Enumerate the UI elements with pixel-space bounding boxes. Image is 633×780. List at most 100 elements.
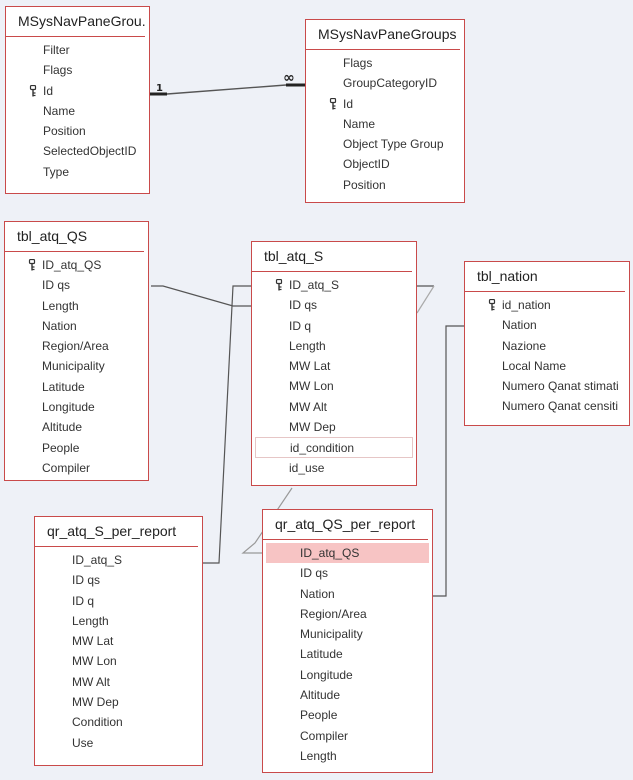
field-row[interactable]: MW Lon bbox=[255, 376, 413, 396]
field-name: Length bbox=[289, 338, 326, 353]
field-row[interactable]: Municipality bbox=[266, 624, 429, 644]
field-row[interactable]: Position bbox=[9, 121, 146, 141]
field-row[interactable]: Name bbox=[309, 114, 461, 134]
field-row[interactable]: ID qs bbox=[266, 563, 429, 583]
field-row[interactable]: Numero Qanat censiti bbox=[468, 396, 626, 416]
field-row[interactable]: Altitude bbox=[266, 685, 429, 705]
field-row[interactable]: MW Lat bbox=[255, 356, 413, 376]
field-name: Region/Area bbox=[42, 339, 109, 354]
field-row[interactable]: Flags bbox=[9, 60, 146, 80]
table-title[interactable]: tbl_atq_S bbox=[252, 242, 412, 272]
field-row[interactable]: Altitude bbox=[8, 417, 145, 437]
field-name: Nation bbox=[42, 318, 77, 333]
field-name: ID qs bbox=[300, 566, 329, 581]
field-row[interactable]: Nation bbox=[266, 584, 429, 604]
field-row[interactable]: MW Alt bbox=[255, 397, 413, 417]
table-qr-atq-qs-per-report[interactable]: qr_atq_QS_per_report ID_atq_QS ID qs Natio… bbox=[262, 509, 433, 773]
field-row[interactable]: ID qs bbox=[38, 570, 199, 590]
field-row[interactable]: Compiler bbox=[266, 726, 429, 746]
table-title[interactable]: tbl_atq_QS bbox=[5, 222, 144, 252]
table-title[interactable]: MSysNavPaneGroups bbox=[306, 20, 460, 50]
field-row[interactable]: People bbox=[8, 438, 145, 458]
field-row[interactable]: Flags bbox=[309, 53, 461, 73]
field-row[interactable]: Region/Area bbox=[266, 604, 429, 624]
field-name: ID_atq_QS bbox=[300, 546, 360, 560]
field-name: ID_atq_QS bbox=[42, 258, 102, 272]
field-row[interactable]: MW Lat bbox=[38, 631, 199, 651]
field-row[interactable]: Region/Area bbox=[8, 336, 145, 356]
field-name: Length bbox=[300, 748, 337, 763]
field-name: ID qs bbox=[289, 298, 318, 313]
field-row[interactable]: Length bbox=[255, 336, 413, 356]
rel-line[interactable] bbox=[416, 285, 435, 314]
field-row[interactable]: Filter bbox=[9, 40, 146, 60]
field-row[interactable]: id_condition bbox=[255, 437, 413, 458]
table-title[interactable]: MSysNavPaneGrou... bbox=[6, 7, 145, 37]
field-name: Use bbox=[72, 735, 94, 750]
field-row[interactable]: Id bbox=[9, 81, 146, 101]
field-row[interactable]: Nation bbox=[8, 316, 145, 336]
field-row[interactable]: Length bbox=[266, 746, 429, 766]
field-row[interactable]: Use bbox=[38, 733, 199, 753]
field-row[interactable]: ID q bbox=[255, 316, 413, 336]
field-name: MW Lat bbox=[289, 359, 331, 374]
field-row[interactable]: Nation bbox=[468, 315, 626, 335]
field-row[interactable]: ID_atq_QS bbox=[266, 543, 429, 564]
field-row[interactable]: Nazione bbox=[468, 336, 626, 356]
field-row[interactable]: Local Name bbox=[468, 356, 626, 376]
field-row[interactable]: Longitude bbox=[8, 397, 145, 417]
field-row[interactable]: SelectedObjectID bbox=[9, 141, 146, 161]
field-name: Numero Qanat censiti bbox=[502, 399, 619, 414]
rel-line[interactable] bbox=[166, 84, 287, 95]
field-row[interactable]: ObjectID bbox=[309, 154, 461, 174]
field-row[interactable]: Name bbox=[9, 101, 146, 121]
field-name: People bbox=[42, 440, 80, 455]
field-row[interactable]: ID_atq_S bbox=[255, 275, 413, 295]
field-row[interactable]: MW Alt bbox=[38, 672, 199, 692]
rel-line[interactable] bbox=[203, 285, 251, 564]
primary-key-icon bbox=[28, 259, 36, 271]
field-name: ID q bbox=[72, 593, 95, 608]
field-row[interactable]: Condition bbox=[38, 712, 199, 732]
field-row[interactable]: Position bbox=[309, 175, 461, 195]
field-row[interactable]: Length bbox=[38, 611, 199, 631]
field-row[interactable]: ID_atq_QS bbox=[8, 255, 145, 275]
field-name: Latitude bbox=[42, 379, 85, 394]
field-row[interactable]: Type bbox=[9, 162, 146, 182]
field-row[interactable]: Longitude bbox=[266, 665, 429, 685]
field-name: Municipality bbox=[300, 627, 363, 642]
field-row[interactable]: MW Dep bbox=[255, 417, 413, 437]
field-row[interactable]: GroupCategoryID bbox=[309, 73, 461, 93]
field-row[interactable]: MW Lon bbox=[38, 651, 199, 671]
field-row[interactable]: id_nation bbox=[468, 295, 626, 315]
field-row[interactable]: Municipality bbox=[8, 356, 145, 376]
field-row[interactable]: MW Dep bbox=[38, 692, 199, 712]
field-row[interactable]: Compiler bbox=[8, 458, 145, 478]
field-name: MW Alt bbox=[289, 399, 327, 414]
table-title[interactable]: qr_atq_QS_per_report bbox=[263, 510, 428, 540]
table-title[interactable]: qr_atq_S_per_report bbox=[35, 517, 198, 547]
field-row[interactable]: ID qs bbox=[255, 295, 413, 315]
field-row[interactable]: Object Type Group bbox=[309, 134, 461, 154]
field-row[interactable]: ID_atq_S bbox=[38, 550, 199, 570]
field-row[interactable]: id_use bbox=[255, 458, 413, 478]
field-row[interactable]: People bbox=[266, 705, 429, 725]
rel-line[interactable] bbox=[433, 325, 464, 597]
field-row[interactable]: Id bbox=[309, 94, 461, 114]
field-row[interactable]: ID q bbox=[38, 591, 199, 611]
field-row[interactable]: ID qs bbox=[8, 275, 145, 295]
rel-line[interactable] bbox=[151, 285, 251, 307]
field-row[interactable]: Length bbox=[8, 296, 145, 316]
field-row[interactable]: Latitude bbox=[8, 377, 145, 397]
table-title[interactable]: tbl_nation bbox=[465, 262, 625, 292]
field-row[interactable]: Latitude bbox=[266, 644, 429, 664]
field-row[interactable]: Numero Qanat stimati bbox=[468, 376, 626, 396]
